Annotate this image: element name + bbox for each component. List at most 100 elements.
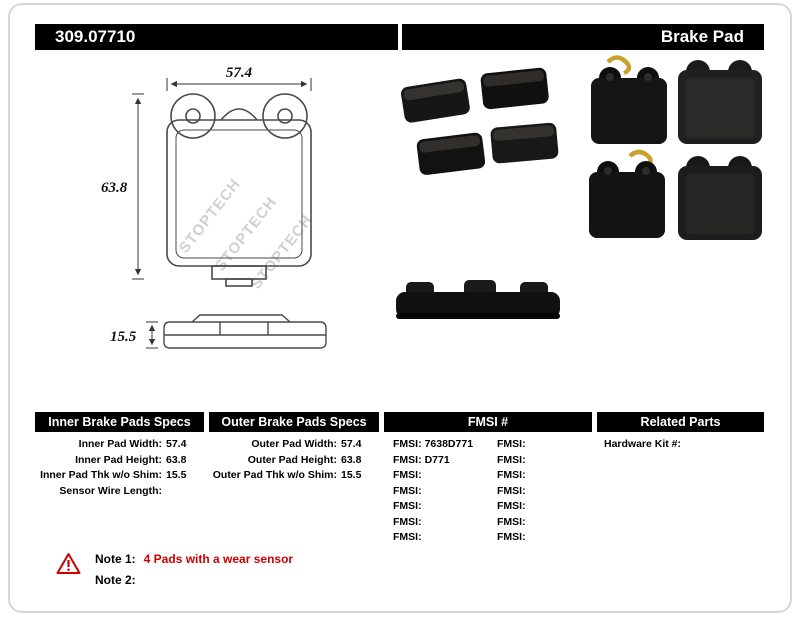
fmsi-row: FMSI:7638D771 FMSI: <box>384 437 592 453</box>
fmsi-row: FMSI: FMSI: <box>384 530 592 546</box>
fmsi-value: D771 <box>424 453 450 466</box>
thickness-dimension <box>146 321 158 349</box>
fmsi-cell: FMSI: <box>488 515 592 531</box>
fmsi-cell: FMSI:D771 <box>384 453 488 469</box>
spec-value: 63.8 <box>166 453 187 466</box>
related-parts-header: Related Parts <box>597 412 764 432</box>
fmsi-label: FMSI: <box>393 469 422 481</box>
fmsi-value <box>526 485 529 497</box>
fmsi-row: FMSI: FMSI: <box>384 515 592 531</box>
product-type-bar: Brake Pad <box>402 24 764 50</box>
spec-label: Inner Pad Width: <box>78 438 162 450</box>
spec-value: 57.4 <box>341 438 362 450</box>
note-2-label: Note 2: <box>95 573 136 587</box>
fmsi-cell: FMSI: <box>488 468 592 484</box>
fmsi-cell: FMSI: <box>488 499 592 515</box>
related-parts-rows: Hardware Kit #: <box>597 432 764 453</box>
fmsi-label: FMSI: <box>393 500 422 512</box>
spec-label: Outer Pad Thk w/o Shim: <box>212 469 337 481</box>
product-photo-pad-edge <box>396 280 560 319</box>
width-dimension <box>166 78 312 91</box>
fmsi-label: FMSI: <box>497 531 526 543</box>
fmsi-label: FMSI: <box>497 515 526 528</box>
pad-photo <box>401 67 559 175</box>
fmsi-header: FMSI # <box>384 412 592 432</box>
technical-drawing: STOPTECH STOPTECH STOPTECH 57.4 63.8 <box>101 65 327 349</box>
fmsi-label: FMSI: <box>497 500 526 512</box>
fmsi-cell: FMSI: <box>488 530 592 546</box>
pad-edge-view <box>163 314 327 349</box>
fmsi-label: FMSI: <box>393 484 422 497</box>
spec-value: 15.5 <box>166 469 187 481</box>
spec-label: Sensor Wire Length: <box>59 484 162 497</box>
related-parts-column: Related Parts Hardware Kit #: <box>597 412 764 546</box>
warning-icon <box>56 553 81 574</box>
fmsi-label: FMSI: <box>393 531 422 543</box>
related-row: Hardware Kit #: <box>597 437 764 453</box>
thickness-dim-label: 15.5 <box>110 329 137 345</box>
fmsi-value <box>422 516 425 528</box>
note-1-text: 4 Pads with a wear sensor <box>143 552 294 566</box>
spec-value <box>162 484 198 500</box>
pad-edge-photo <box>396 280 560 319</box>
fmsi-label: FMSI: <box>393 438 422 450</box>
fmsi-row: FMSI: FMSI: <box>384 468 592 484</box>
fmsi-cell: FMSI: <box>384 499 488 515</box>
pad-back-photo <box>591 55 667 144</box>
fmsi-cell: FMSI: <box>384 530 488 546</box>
fmsi-column: FMSI # FMSI:7638D771 FMSI: FMSI:D771 FMS… <box>384 412 592 546</box>
fmsi-value <box>422 500 425 512</box>
fmsi-label: FMSI: <box>393 515 422 528</box>
note-lines: Note 1: 4 Pads with a wear sensor Note 2: <box>95 549 293 591</box>
part-number-bar: 309.07710 <box>35 24 398 50</box>
fmsi-cell: FMSI: <box>488 437 592 453</box>
fmsi-value <box>422 531 425 543</box>
product-photo-pad-pairs <box>589 55 762 240</box>
fmsi-row: FMSI: FMSI: <box>384 499 592 515</box>
pad-back-photo <box>589 149 665 238</box>
fmsi-value <box>422 469 425 481</box>
related-label: Hardware Kit #: <box>604 438 682 450</box>
fmsi-label: FMSI: <box>497 469 526 481</box>
spec-row: Inner Pad Width: 57.4 <box>35 437 204 453</box>
fmsi-value <box>526 438 529 450</box>
fmsi-value <box>422 485 425 497</box>
spec-label: Outer Pad Height: <box>247 453 337 466</box>
outer-specs-rows: Outer Pad Width: 57.4 Outer Pad Height: … <box>209 432 379 484</box>
inner-specs-rows: Inner Pad Width: 57.4 Inner Pad Height: … <box>35 432 204 499</box>
note-2: Note 2: <box>95 570 293 591</box>
pad-front-view <box>166 93 312 287</box>
fmsi-row: FMSI: FMSI: <box>384 484 592 500</box>
fmsi-rows: FMSI:7638D771 FMSI: FMSI:D771 FMSI: FMSI… <box>384 432 592 546</box>
part-number: 309.07710 <box>55 27 136 46</box>
fmsi-value <box>526 516 529 528</box>
fmsi-cell: FMSI: <box>488 453 592 469</box>
fmsi-row: FMSI:D771 FMSI: <box>384 453 592 469</box>
spec-row: Sensor Wire Length: <box>35 484 204 500</box>
fmsi-value: 7638D771 <box>424 438 474 450</box>
fmsi-cell: FMSI: <box>384 468 488 484</box>
spec-label: Inner Pad Thk w/o Shim: <box>40 469 162 481</box>
fmsi-label: FMSI: <box>497 438 526 450</box>
fmsi-cell: FMSI: <box>384 515 488 531</box>
width-dim-label: 57.4 <box>226 65 253 81</box>
height-dim-label: 63.8 <box>101 180 128 196</box>
height-dimension <box>132 93 144 280</box>
spec-label: Inner Pad Height: <box>75 453 162 466</box>
spec-value: 57.4 <box>166 438 187 450</box>
pad-face-photo <box>678 60 762 144</box>
spec-row: Outer Pad Height: 63.8 <box>209 453 379 469</box>
fmsi-label: FMSI: <box>393 453 422 466</box>
note-1-label: Note 1: <box>95 552 136 566</box>
fmsi-cell: FMSI:7638D771 <box>384 437 488 453</box>
spec-row: Outer Pad Thk w/o Shim: 15.5 <box>209 468 379 484</box>
spec-value: 15.5 <box>341 469 362 481</box>
fmsi-cell: FMSI: <box>488 484 592 500</box>
note-1: Note 1: 4 Pads with a wear sensor <box>95 549 293 570</box>
spec-label: Outer Pad Width: <box>251 438 337 450</box>
product-type: Brake Pad <box>660 27 744 46</box>
notes-section: Note 1: 4 Pads with a wear sensor Note 2: <box>56 549 293 591</box>
fmsi-cell: FMSI: <box>384 484 488 500</box>
stoptech-watermark: STOPTECH STOPTECH STOPTECH <box>176 176 316 293</box>
